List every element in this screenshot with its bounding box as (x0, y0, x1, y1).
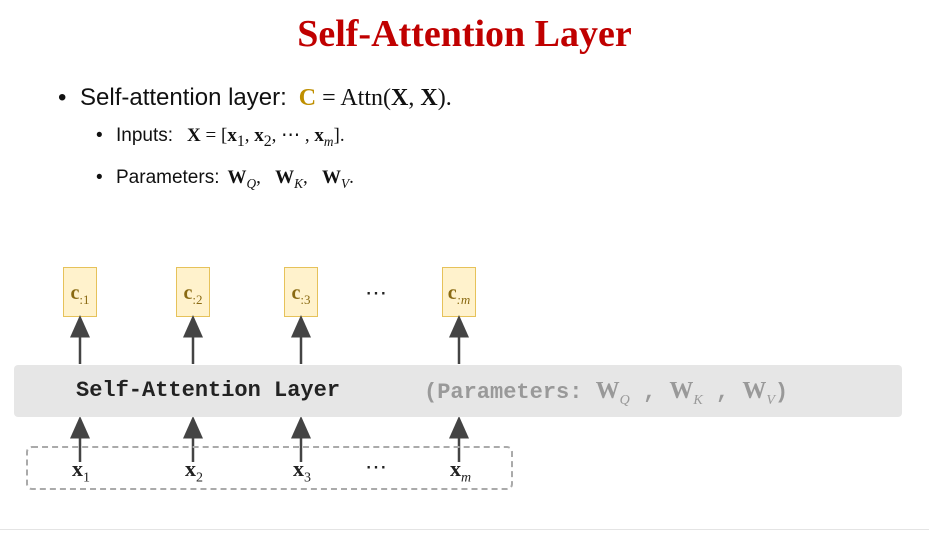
output-box-c1: c:1 (63, 267, 97, 317)
w-symbol: W (595, 378, 620, 404)
w-k: WK (669, 378, 702, 408)
input-arrows (70, 416, 469, 462)
w-symbol: W (742, 378, 767, 404)
x-symbol: x (314, 125, 324, 146)
x-symbol: x (72, 456, 83, 481)
attn-equation: C = Attn(X, X). (299, 82, 452, 114)
c-symbol: c (70, 282, 80, 304)
comma: , (408, 85, 421, 111)
inputs-dashed-box (26, 446, 513, 490)
input-matrix: X (187, 125, 201, 146)
w-symbol: W (669, 378, 694, 404)
sub: V (766, 392, 775, 408)
layer-name: Self-Attention Layer (76, 378, 341, 403)
w-q: WQ (595, 378, 630, 408)
x-symbol: x (227, 125, 237, 146)
bullet-inputs: • Inputs: X = [x1, x2, ⋯ , xm]. (96, 122, 452, 156)
w-symbol: W (227, 166, 247, 188)
c-symbol: c (183, 282, 193, 304)
close-paren: ). (437, 85, 452, 111)
bullet-label: Parameters: (116, 166, 220, 188)
w-symbol: W (275, 166, 295, 188)
ellipsis: , ⋯ , (271, 125, 310, 146)
input-x3: x3 (293, 456, 311, 486)
bullet-label: Self-attention layer: (80, 84, 287, 111)
w-v: WV (742, 378, 775, 408)
x-symbol: x (293, 456, 304, 481)
output-symbol: C (298, 85, 317, 111)
open-bracket: = [ (200, 125, 228, 146)
output-ellipsis: ⋯ (365, 280, 389, 305)
bullet-self-attention: • Self-attention layer: C = Attn(X, X). (58, 82, 452, 114)
params-list: WQ, WK, WV. (227, 166, 354, 191)
sub: m (323, 133, 334, 149)
attn-func: Attn( (340, 85, 392, 111)
bullet-dot: • (58, 84, 67, 111)
sub: Q (246, 175, 257, 191)
sub: 1 (83, 470, 90, 486)
arg-x2: X (420, 85, 438, 111)
sub: Q (619, 392, 630, 408)
input-x1: x1 (72, 456, 90, 486)
bullet-dot: • (96, 125, 103, 146)
equals-sign: = (316, 85, 341, 111)
slide-title: Self-Attention Layer (297, 13, 632, 55)
x-symbol: x (254, 125, 264, 146)
inputs-equation: X = [x1, x2, ⋯ , xm]. (187, 125, 345, 150)
separator: , (702, 380, 743, 405)
output-box-cm: c:m (442, 267, 476, 317)
close-paren: ) (774, 380, 789, 405)
sub: :2 (192, 292, 203, 307)
output-arrows (70, 315, 469, 364)
sub: :3 (300, 292, 311, 307)
sub: V (340, 175, 350, 191)
w-symbol: W (321, 166, 341, 188)
layer-parameters: (Parameters: WQ , WK , WV) (424, 365, 788, 427)
sub: 3 (304, 470, 311, 486)
sub: :m (456, 292, 471, 307)
bottom-divider (0, 529, 929, 530)
separator: , (629, 380, 670, 405)
bullet-parameters: • Parameters: WQ, WK, WV. (96, 164, 452, 198)
sub: 2 (196, 470, 203, 486)
bullet-list: • Self-attention layer: C = Attn(X, X). … (58, 82, 452, 198)
self-attention-layer-bar: Self-Attention Layer (Parameters: WQ , W… (14, 365, 902, 417)
x-symbol: x (185, 456, 196, 481)
bullet-dot: • (96, 166, 103, 188)
input-xm: xm (450, 456, 471, 486)
sub: m (461, 470, 472, 486)
c-symbol: c (291, 282, 301, 304)
params-label: (Parameters: (424, 380, 596, 405)
sub: 1 (236, 132, 245, 150)
arg-x1: X (391, 85, 409, 111)
sub: K (294, 175, 303, 191)
input-x2: x2 (185, 456, 203, 486)
sub: :1 (79, 292, 90, 307)
sub: 2 (263, 132, 272, 150)
output-box-c2: c:2 (176, 267, 210, 317)
sub: K (693, 392, 703, 408)
period: . (349, 166, 354, 188)
bullet-label: Inputs: (116, 125, 174, 146)
close-bracket: ]. (333, 125, 345, 146)
input-ellipsis: ⋯ (365, 454, 389, 479)
x-symbol: x (450, 456, 461, 481)
c-symbol: c (447, 282, 457, 304)
